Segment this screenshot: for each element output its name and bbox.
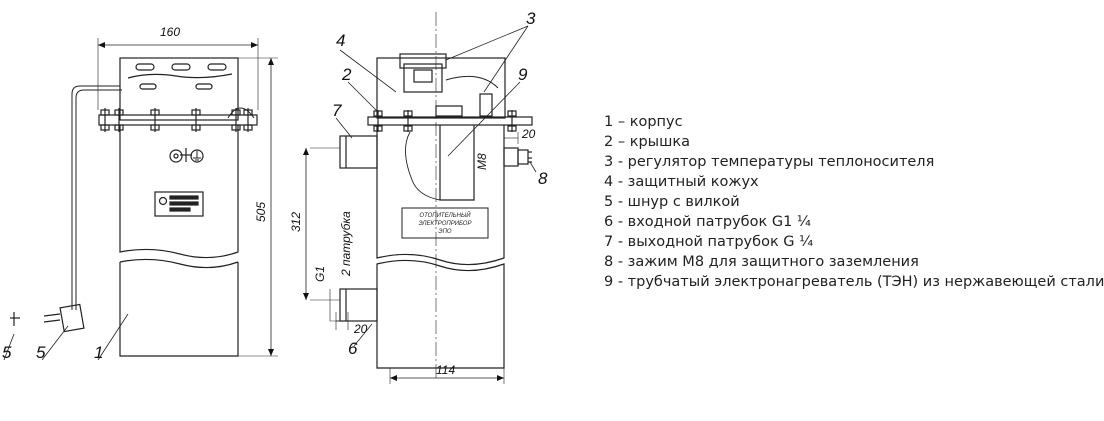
legend-item: 2 – крышка xyxy=(604,134,691,150)
nameplate-line-3: ЭПО xyxy=(438,229,452,235)
parts-legend: 1 – корпус 2 – крышка 3 - регулятор темп… xyxy=(604,112,1104,292)
side-flange-bolts xyxy=(373,110,517,132)
dim-114: 114 xyxy=(436,363,455,377)
callout-8: 8 xyxy=(538,169,548,188)
callout-2: 2 xyxy=(341,65,352,84)
dim-pipe-label: 2 патрубка xyxy=(339,211,353,277)
front-view xyxy=(3,38,278,361)
side-view xyxy=(303,12,537,384)
legend-item: 6 - входной патрубок G1 ¼ xyxy=(604,214,811,230)
nameplate-line-2: ЭЛЕКТРОПРИБОР xyxy=(419,221,472,227)
callout-1: 1 xyxy=(94,343,103,362)
callout-5a: 5 xyxy=(2,343,12,362)
dim-160: 160 xyxy=(160,25,180,39)
callout-6: 6 xyxy=(348,339,358,358)
dim-312: 312 xyxy=(289,212,303,232)
legend-item: 7 - выходной патрубок G ¼ xyxy=(604,234,814,250)
dim-20-top: 20 xyxy=(521,127,536,141)
callout-3: 3 xyxy=(526,9,536,28)
side-nameplate: ОТОПИТЕЛЬНЫЙ ЭЛЕКТРОПРИБОР ЭПО xyxy=(419,211,472,235)
dim-20-bottom: 20 xyxy=(353,322,368,336)
dim-505: 505 xyxy=(254,202,268,222)
callout-4: 4 xyxy=(336,31,345,50)
dim-g1: G1 xyxy=(313,266,327,282)
legend-item: 1 – корпус xyxy=(604,114,683,130)
legend-item: 3 - регулятор температуры теплоносителя xyxy=(604,154,935,170)
legend-item: 9 - трубчатый электронагреватель (ТЭН) и… xyxy=(604,274,1104,290)
callout-9: 9 xyxy=(518,65,528,84)
dim-m8: M8 xyxy=(475,153,489,170)
legend-item: 4 - защитный кожух xyxy=(604,174,759,190)
flange-bolts xyxy=(100,108,253,132)
callout-5b: 5 xyxy=(36,343,46,362)
legend-item: 5 - шнур с вилкой xyxy=(604,194,740,210)
legend-item: 8 - зажим M8 для защитного заземления xyxy=(604,254,919,270)
callout-7: 7 xyxy=(332,101,342,120)
nameplate-line-1: ОТОПИТЕЛЬНЫЙ xyxy=(419,211,471,219)
